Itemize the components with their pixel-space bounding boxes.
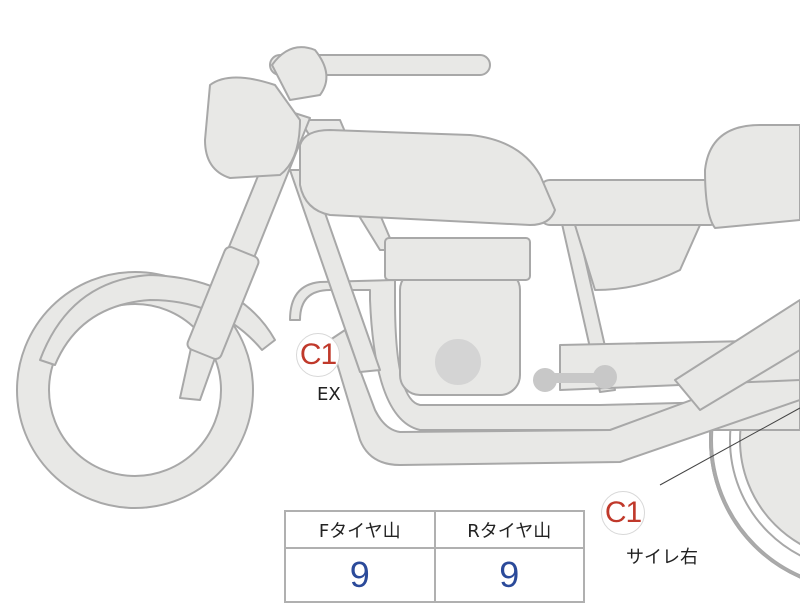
marker-badge-muffler-right: C1 <box>601 491 645 535</box>
marker-label-muffler-right: サイレ右 <box>626 547 698 568</box>
table-header-row: Fタイヤ山 Rタイヤ山 <box>284 510 585 549</box>
header-rear-tire: Rタイヤ山 <box>433 510 585 549</box>
tire-tread-table: Fタイヤ山 Rタイヤ山 9 9 <box>284 510 585 603</box>
marker-label-ex: EX <box>317 384 341 405</box>
headlight <box>204 76 301 179</box>
marker-badge-ex: C1 <box>296 333 340 377</box>
marker-code: C1 <box>299 338 337 371</box>
leader-line <box>659 407 800 486</box>
handlebar-grip <box>271 46 328 101</box>
exhaust-pipes <box>289 279 800 466</box>
header-front-tire: Fタイヤ山 <box>284 510 436 549</box>
value-front-tire: 9 <box>284 547 436 603</box>
value-rear-tire: 9 <box>433 547 585 603</box>
tail <box>704 124 800 229</box>
footpeg <box>533 365 617 392</box>
seat <box>539 179 721 226</box>
fork-tube <box>186 246 260 360</box>
fuel-tank <box>299 129 556 226</box>
marker-code: C1 <box>604 496 642 529</box>
engine <box>384 237 531 396</box>
rear-shock <box>674 299 800 411</box>
side-cover <box>574 224 701 291</box>
table-value-row: 9 9 <box>284 547 585 603</box>
